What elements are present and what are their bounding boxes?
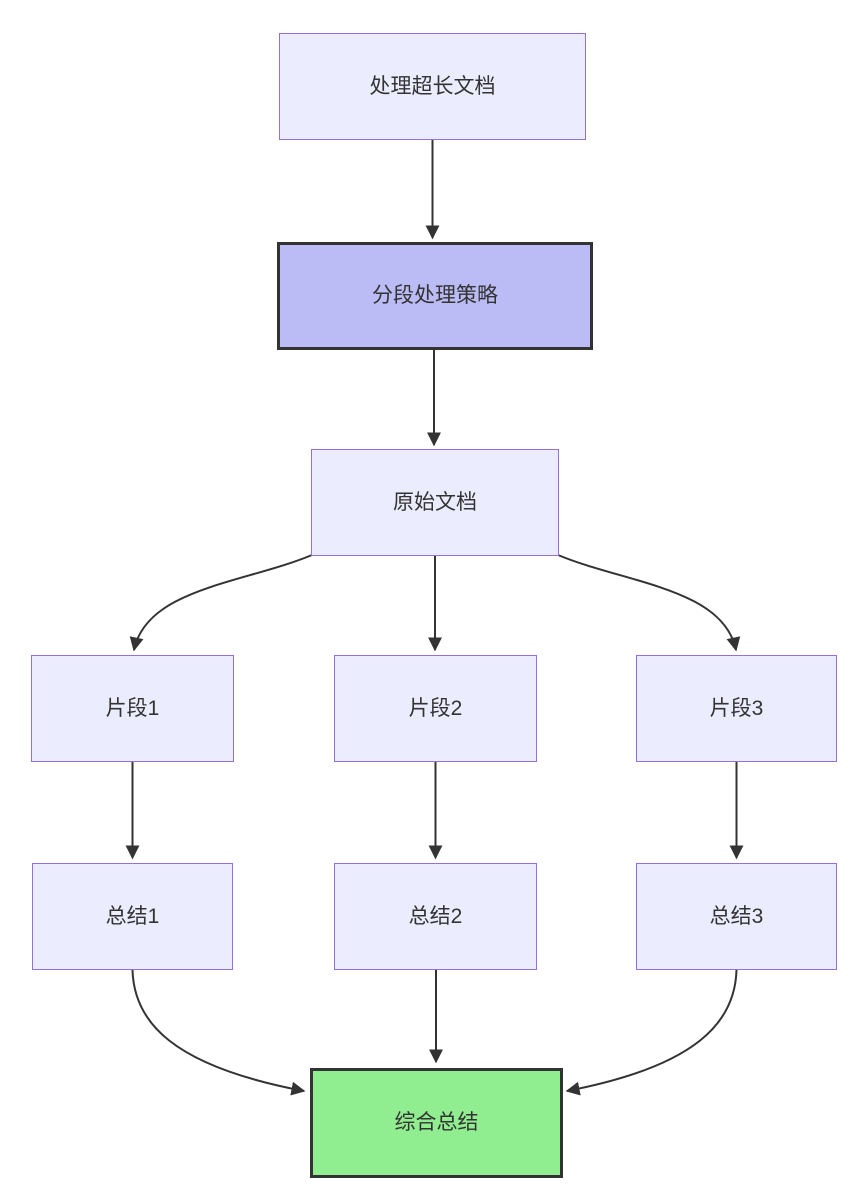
node-fragment-2: 片段2 — [334, 655, 537, 762]
node-original-doc-label: 原始文档 — [393, 490, 477, 514]
node-summary-3-label: 总结3 — [709, 904, 764, 928]
node-summary-2-label: 总结2 — [408, 904, 463, 928]
node-strategy-label: 分段处理策略 — [372, 284, 498, 308]
node-task-label: 处理超长文档 — [369, 74, 496, 98]
node-strategy: 分段处理策略 — [277, 242, 593, 350]
node-fragment-3: 片段3 — [636, 655, 837, 762]
node-fragment-1-label: 片段1 — [105, 696, 160, 720]
node-final-summary: 综合总结 — [310, 1068, 563, 1178]
node-final-summary-label: 综合总结 — [394, 1111, 479, 1135]
node-fragment-1: 片段1 — [31, 655, 234, 762]
node-summary-3: 总结3 — [636, 863, 837, 970]
node-original-doc: 原始文档 — [311, 449, 559, 556]
node-fragment-3-label: 片段3 — [709, 696, 764, 720]
node-summary-2: 总结2 — [334, 863, 537, 970]
node-summary-1: 总结1 — [32, 863, 233, 970]
node-task: 处理超长文档 — [279, 33, 586, 140]
edge-original-fragment3 — [557, 554, 741, 652]
node-fragment-2-label: 片段2 — [408, 696, 463, 720]
edge-summary1-final — [131, 969, 306, 1096]
edge-summary3-final — [565, 969, 738, 1096]
node-summary-1-label: 总结1 — [105, 904, 160, 928]
edge-original-fragment1 — [129, 554, 313, 652]
